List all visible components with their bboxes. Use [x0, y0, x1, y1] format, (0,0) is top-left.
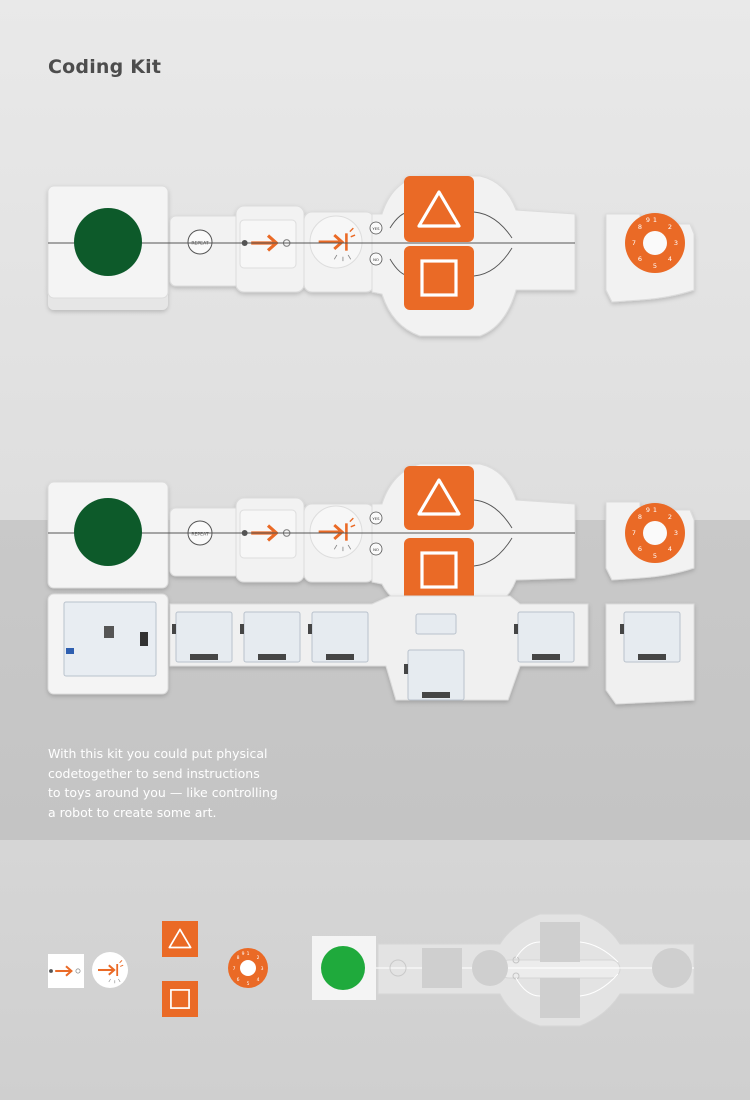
description-line: codetogether to send instructions: [48, 765, 260, 781]
svg-text:3: 3: [674, 239, 678, 247]
svg-text:2: 2: [257, 955, 260, 961]
description-line: With this kit you could put physical: [48, 746, 268, 761]
description: With this kit you could put physical cod…: [48, 744, 308, 822]
assembled-kit-exploded: REPEAT YES NO 1 2 3 4 5 6 7 8 9: [47, 463, 695, 613]
svg-text:3: 3: [261, 966, 264, 972]
svg-text:4: 4: [257, 977, 260, 983]
svg-text:1: 1: [247, 951, 250, 957]
assembled-kit-top: REPEAT YES NO 1 2 3 4 5 6: [47, 175, 695, 337]
start-slot-icon: [321, 946, 365, 990]
circuit-base-layer: [47, 593, 695, 705]
square-piece: [162, 981, 198, 1017]
svg-text:2: 2: [668, 223, 672, 231]
svg-text:5: 5: [247, 981, 250, 987]
board-diagram: [312, 913, 695, 1027]
svg-text:YES: YES: [372, 516, 380, 521]
piece-legend: 1 2 3 4 5 6 7 8 9: [48, 921, 268, 1017]
svg-text:8: 8: [638, 513, 642, 521]
svg-text:7: 7: [632, 239, 636, 247]
svg-text:6: 6: [638, 545, 642, 553]
circuit-board-icon: [63, 601, 157, 677]
svg-text:1: 1: [653, 506, 657, 514]
svg-text:9: 9: [646, 216, 650, 224]
svg-text:9: 9: [242, 951, 245, 957]
svg-text:NO: NO: [373, 547, 379, 552]
svg-text:4: 4: [668, 255, 672, 263]
svg-text:6: 6: [237, 977, 240, 983]
svg-text:NO: NO: [373, 257, 379, 262]
svg-text:3: 3: [674, 529, 678, 537]
svg-text:1: 1: [653, 216, 657, 224]
svg-text:5: 5: [653, 262, 657, 270]
svg-text:6: 6: [638, 255, 642, 263]
svg-text:8: 8: [638, 223, 642, 231]
description-line: to toys around you — like controlling: [48, 785, 278, 800]
start-button-icon: [74, 208, 142, 276]
svg-text:REPEAT: REPEAT: [191, 532, 209, 538]
repeat-icon: [187, 229, 213, 255]
svg-text:4: 4: [668, 545, 672, 553]
svg-text:7: 7: [632, 529, 636, 537]
svg-text:7: 7: [233, 966, 236, 972]
page-title: Coding Kit: [48, 56, 162, 78]
svg-text:9: 9: [646, 506, 650, 514]
svg-text:YES: YES: [372, 226, 380, 231]
description-line: a robot to create some art.: [48, 804, 217, 820]
svg-text:2: 2: [668, 513, 672, 521]
svg-text:5: 5: [653, 552, 657, 560]
triangle-piece: [162, 921, 198, 957]
svg-text:8: 8: [237, 955, 240, 961]
